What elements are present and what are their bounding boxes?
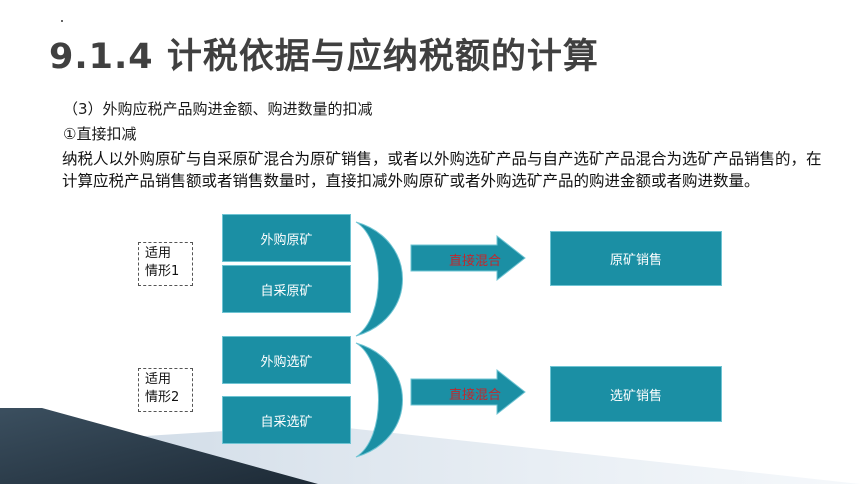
brace-case1 bbox=[355, 221, 403, 337]
case2-output-concentrate-sales: 选矿销售 bbox=[550, 366, 722, 422]
case1-label-line1: 适用 bbox=[145, 246, 172, 261]
body-paragraph: 纳税人以外购原矿与自采原矿混合为原矿销售，或者以外购选矿产品与自产选矿产品混合为… bbox=[62, 150, 822, 190]
case1-input-self-mined-ore: 自采原矿 bbox=[222, 265, 351, 313]
case2-input-purchased-concentrate: 外购选矿 bbox=[222, 336, 351, 384]
case2-input-self-produced-concentrate: 自采选矿 bbox=[222, 396, 351, 444]
case2-label-line2: 情形2 bbox=[145, 390, 180, 405]
brace-case2 bbox=[355, 342, 403, 458]
case2-label: 适用 情形2 bbox=[138, 368, 193, 412]
case1-arrow-label: 直接混合 bbox=[448, 254, 501, 269]
list-item-direct-deduction: ①直接扣减 bbox=[63, 125, 137, 143]
decor-dark-wedge bbox=[0, 408, 318, 484]
arrow-case2 bbox=[410, 368, 526, 416]
case1-label: 适用 情形1 bbox=[138, 242, 193, 286]
case1-output-ore-sales: 原矿销售 bbox=[550, 231, 722, 286]
case2-label-line1: 适用 bbox=[145, 372, 172, 387]
slide-title: 9.1.4 计税依据与应纳税额的计算 bbox=[49, 37, 599, 77]
decor-dot bbox=[61, 20, 63, 22]
case2-arrow-label: 直接混合 bbox=[448, 388, 501, 403]
case1-label-line2: 情形1 bbox=[145, 264, 180, 279]
case1-input-purchased-ore: 外购原矿 bbox=[222, 214, 351, 262]
subheading: （3）外购应税产品购进金额、购进数量的扣减 bbox=[63, 100, 373, 118]
arrow-case1 bbox=[410, 234, 526, 282]
